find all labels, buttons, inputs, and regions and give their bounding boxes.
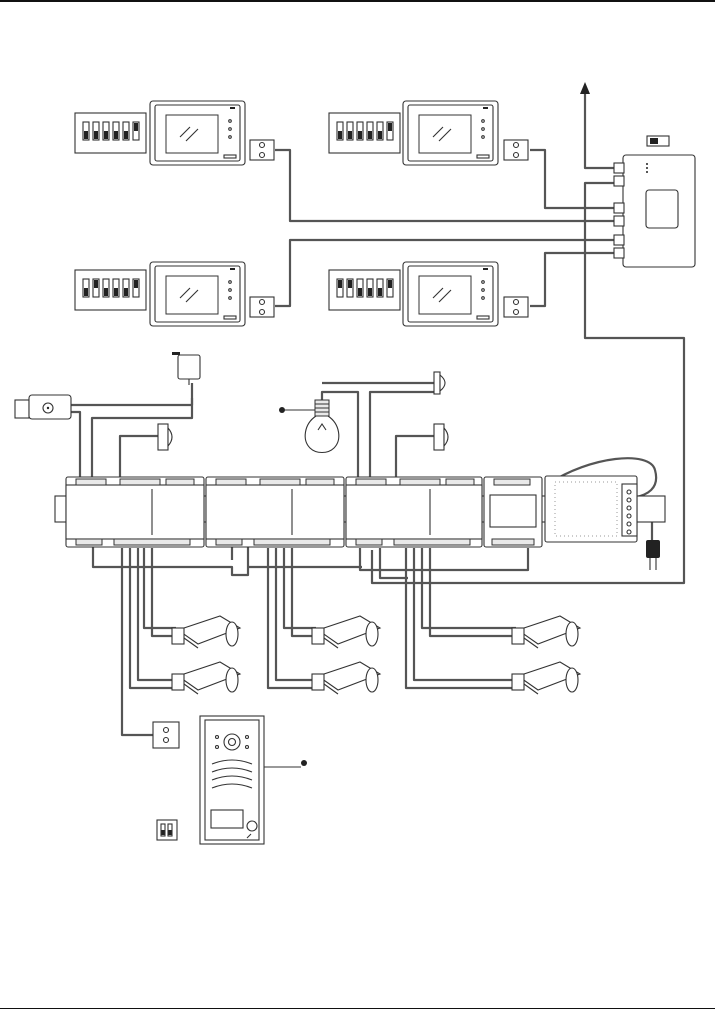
arrow-up-icon <box>580 82 590 94</box>
distributor-box-icon <box>614 136 695 267</box>
mains-plug-icon <box>646 540 660 570</box>
cctv-camera-icon <box>512 662 580 694</box>
dip-switch-icon <box>329 113 400 153</box>
dip-switch-icon <box>75 270 146 310</box>
din-rail-module-icon <box>206 477 344 547</box>
cctv-camera-icon <box>512 616 580 648</box>
dip-switch-icon <box>75 113 146 153</box>
cctv-camera-icon <box>312 616 380 648</box>
lock-icon <box>15 395 71 419</box>
cctv-camera-icon <box>312 662 380 694</box>
video-monitor-icon <box>150 262 245 326</box>
dip-switch-icon <box>157 820 177 840</box>
push-button-icon <box>434 372 445 394</box>
cctv-camera-icon <box>172 616 240 648</box>
door-station-icon <box>200 716 307 844</box>
din-rail-module-icon <box>66 477 204 547</box>
push-button-icon <box>434 424 448 450</box>
din-rail-module-icon <box>484 477 542 547</box>
dip-switch-icon <box>329 270 400 310</box>
din-rail-module-icon <box>346 477 482 547</box>
video-monitor-icon <box>403 101 498 165</box>
power-adapter-icon <box>172 352 200 385</box>
video-monitor-icon <box>403 262 498 326</box>
bottom-rule <box>0 1008 715 1009</box>
power-supply-icon <box>545 476 637 542</box>
terminal-block-icon <box>153 722 179 748</box>
push-button-icon <box>158 424 172 450</box>
light-bulb-icon <box>279 400 339 453</box>
cctv-camera-icon <box>172 662 240 694</box>
video-monitor-icon <box>150 101 245 165</box>
